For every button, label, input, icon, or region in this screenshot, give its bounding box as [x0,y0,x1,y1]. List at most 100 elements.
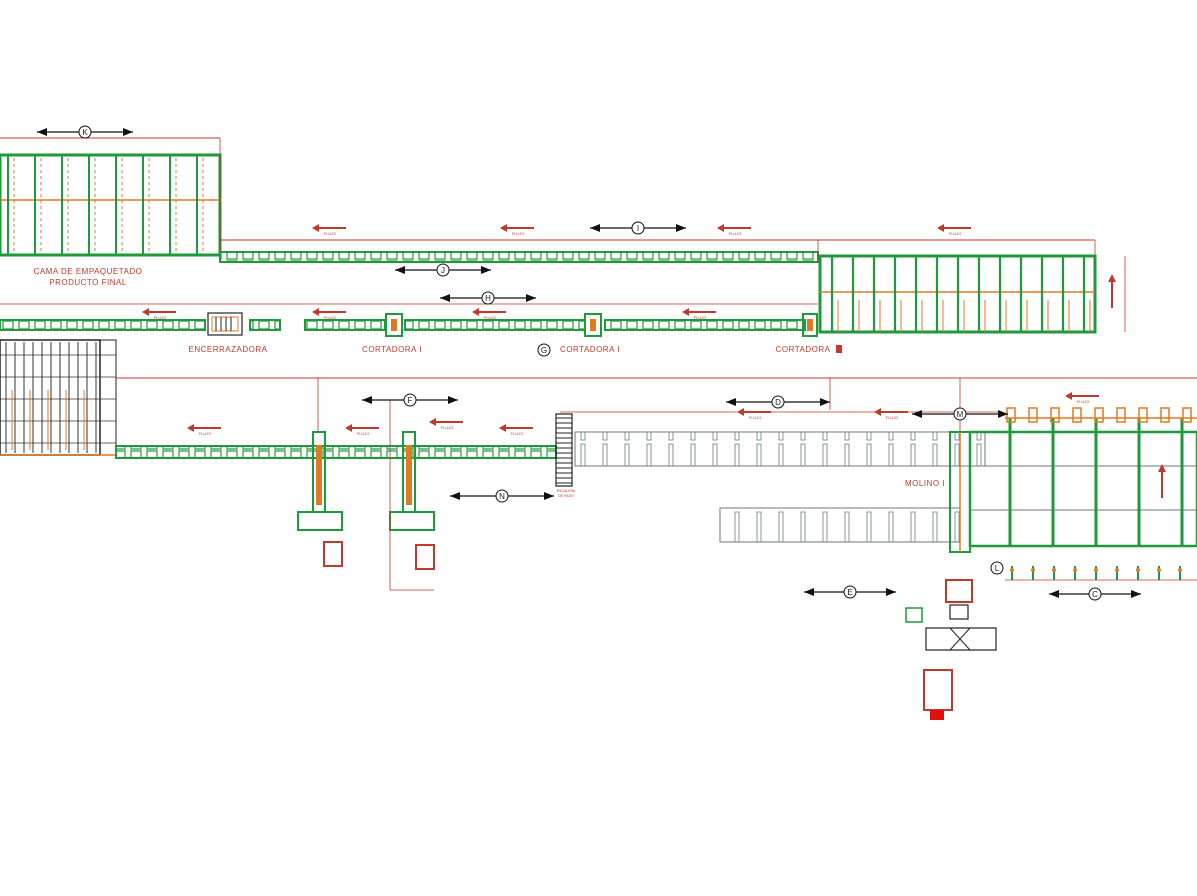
roll-unit [1050,407,1060,423]
pinch-dot [1115,568,1119,572]
flow-arrow: FLUJO [499,424,533,436]
main-conveyor [115,377,1197,467]
section-marker-letter: L [995,564,1000,573]
flow-arrows: FLUJO FLUJO FLUJO FLUJO FLUJO FLUJO FLUJO FLUJO… [142,224,1166,498]
roll-unit [1072,407,1082,423]
return-conveyor [719,507,961,543]
flow-label: FLUJO [886,415,899,420]
pinch-dot [1094,568,1098,572]
cooling-bed-lower [968,407,1197,548]
pinch-dot [1010,568,1014,572]
section-markers: K I J H G F D M N E C L [37,125,1141,601]
pinch-dot [1136,568,1140,572]
pinch-dot [1178,568,1182,572]
step-stair [555,413,573,487]
flow-label: FLUJO [484,315,497,320]
mill-stand [905,431,997,720]
flow-label: FLUJO [199,431,212,436]
flow-arrow: FLUJO [312,224,346,236]
pinch-dot [1031,568,1035,572]
section-marker-letter: J [441,266,445,275]
flow-label: FLUJO [749,415,762,420]
roll-unit [1160,407,1170,423]
flow-arrow: FLUJO [187,424,221,436]
roll-unit [1006,407,1016,423]
section-marker-n: N [450,489,554,503]
flow-label: FLUJO [949,231,962,236]
flow-arrow: FLUJO [737,408,771,420]
flow-label: FLUJO [324,315,337,320]
flow-label: FLUJO [324,231,337,236]
flow-arrow: FLUJO [429,418,463,430]
flow-label: FLUJO [694,315,707,320]
transfer-conveyor-top [219,239,1096,263]
cutter-1-machine [385,313,403,337]
shear-station-2 [389,400,435,591]
flow-label: FLUJO [729,231,742,236]
cutter-1-label: CORTADORA I [362,345,422,354]
flow-label: FLUJO [1077,399,1090,404]
section-marker-k: K [37,125,133,139]
pinch-dot [1073,568,1077,572]
shear-station-1 [297,431,343,567]
section-marker-letter: I [637,224,639,233]
flow-label: FLUJO [512,231,525,236]
section-marker-letter: H [485,294,491,303]
bundler-label: ENCERRAZADORA [189,345,268,354]
cutter-2-label: CORTADORA I [560,345,620,354]
section-marker-letter: G [541,346,547,355]
stair-label-1: ESCALERA [557,489,576,493]
section-marker-h: H [440,291,536,305]
section-marker-g: G [537,343,551,357]
packing-bed [0,137,222,257]
pinch-dot [1157,568,1161,572]
section-marker-letter: K [82,128,88,137]
flow-arrow-up [1108,274,1116,308]
roll-unit [1182,407,1192,423]
cutter-3-tag [836,345,842,353]
section-marker-d: D [726,395,830,409]
section-marker-letter: M [957,410,964,419]
section-marker-letter: N [499,492,505,501]
cutter-2-machine [584,313,602,337]
pinch-dot [1052,568,1056,572]
cutter-3-machine [802,313,818,337]
roll-unit [1094,407,1104,423]
flow-label: FLUJO [511,431,524,436]
flow-arrow: FLUJO [500,224,534,236]
section-marker-i: I [590,221,686,235]
cutter-3-label: CORTADORA [776,345,831,354]
roll-unit [1028,407,1038,423]
packing-bed-label-1: CAMA DE EMPAQUETADO [34,267,143,276]
section-marker-letter: D [775,398,781,407]
flow-arrow: FLUJO [937,224,971,236]
bundler-machine [207,312,243,336]
flow-arrow: FLUJO [1065,392,1099,404]
flow-label: FLUJO [154,315,167,320]
packing-bed-label-2: PRODUCTO FINAL [49,278,127,287]
section-marker-letter: E [847,588,852,597]
flow-arrow: FLUJO [472,308,506,320]
section-marker-m: M [912,407,1008,421]
flow-arrow: FLUJO [682,308,716,320]
section-marker-letter: C [1092,590,1098,599]
cutting-line-conveyor [0,303,818,331]
section-marker-l: L [990,561,1004,575]
roll-unit [1116,407,1126,423]
pinch-rolls [1005,566,1197,581]
flow-arrow: FLUJO [345,424,379,436]
stair-label-2: DE PASO [558,494,574,498]
storage-rack [0,339,117,456]
roll-unit [1138,407,1148,423]
cooling-bed-top [818,254,1126,334]
flow-arrow: FLUJO [142,308,176,320]
mill-label: MOLINO I [905,479,945,488]
flow-label: FLUJO [441,425,454,430]
section-marker-f: F [362,393,458,407]
flow-arrow-up [1158,464,1166,498]
flow-arrow: FLUJO [874,408,908,420]
flow-arrow: FLUJO [312,308,346,320]
section-marker-letter: F [408,396,413,405]
flow-label: FLUJO [357,431,370,436]
